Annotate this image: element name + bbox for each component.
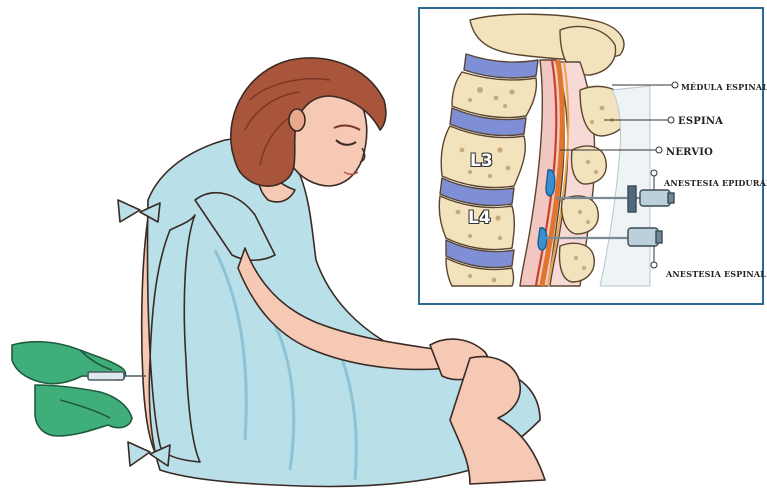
label-medula-espinal: MÉDULA ESPINAL <box>681 82 767 92</box>
label-nervio: NERVIO <box>666 147 713 158</box>
vertebral-arch <box>560 243 595 282</box>
vertebral-arch <box>572 146 607 184</box>
spinal-deposit <box>538 228 547 250</box>
label-anestesia-epidural: ANESTESIA EPIDURAL <box>664 178 767 188</box>
syringe-barrel <box>88 372 124 380</box>
vertebra-label-l3: L3 <box>470 151 493 171</box>
epidural-deposit <box>546 170 555 196</box>
vertebra-label-l4: L4 <box>468 208 491 228</box>
vertebral-arch <box>562 196 599 234</box>
vertebral-body-l2 <box>452 72 536 118</box>
gloved-hands <box>12 342 146 436</box>
glove-lower <box>35 385 132 436</box>
patient-ear <box>289 109 305 131</box>
label-anestesia-espinal: ANESTESIA ESPINAL <box>666 269 766 279</box>
label-espina: ESPINA <box>678 116 723 127</box>
